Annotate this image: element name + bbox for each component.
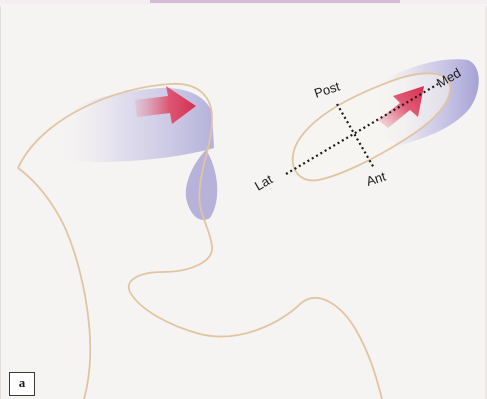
axis-label-lat: Lat xyxy=(252,171,275,193)
left-shadow-region xyxy=(50,88,214,162)
axis-label-ant: Ant xyxy=(364,168,388,188)
panel-label-box: a xyxy=(9,372,35,396)
top-accent-line xyxy=(150,0,400,3)
axis-label-post: Post xyxy=(312,78,342,100)
panel-label: a xyxy=(10,375,34,391)
scapula-body-outline-icon xyxy=(18,168,90,399)
